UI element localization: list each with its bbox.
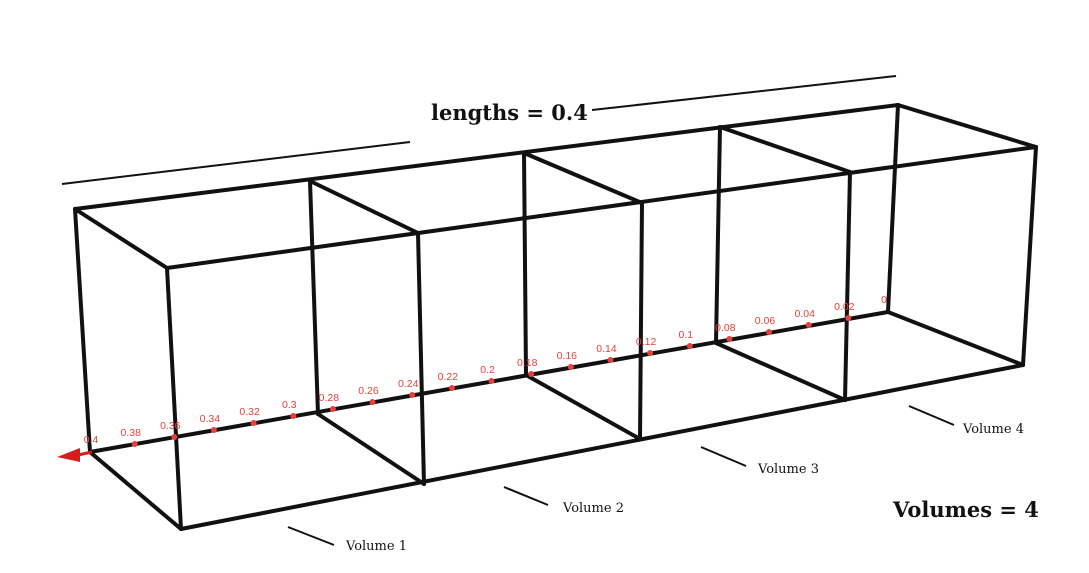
tick-label: 0.12 (636, 336, 657, 348)
tick-dot (131, 441, 138, 447)
tick-dot (448, 385, 455, 391)
tick-label: 0.32 (239, 406, 260, 418)
tick-label: 0.16 (557, 350, 578, 362)
tick-label: 0.08 (715, 322, 736, 334)
box-frame (73, 103, 1038, 531)
tick-dot (607, 357, 614, 363)
tick-label: 0.22 (438, 371, 459, 383)
volume-dividers (308, 125, 852, 486)
dimension-line-right (591, 75, 897, 111)
tick-dot (250, 420, 257, 426)
label-leaders (287, 405, 955, 546)
axis-arrow-shaft (77, 450, 93, 457)
lengths-title: lengths = 0.4 (431, 100, 588, 125)
tick-label: 0.14 (596, 343, 617, 355)
tick-label: 0.34 (200, 413, 221, 425)
tick-label: 0.24 (398, 378, 419, 390)
tick-dot (488, 378, 495, 384)
tick-label: 0.02 (834, 301, 855, 313)
tick-label: 0.1 (678, 329, 693, 341)
tick-label: 0.18 (517, 357, 538, 369)
tick-label: 0.4 (84, 434, 99, 446)
tick-dot (290, 413, 297, 419)
axis-ticks: 0.4 0.38 0.36 0.34 0.32 0.3 0.28 0.26 0.24 0.22 0.… (84, 294, 887, 447)
volumes-total: Volumes = 4 (893, 497, 1039, 522)
tick-dot (647, 350, 654, 356)
tick-dot (686, 343, 693, 349)
tick-dot (210, 427, 217, 433)
axis-arrow-icon (57, 448, 80, 462)
volume-3-label: Volume 3 (758, 462, 819, 477)
tick-dot (805, 322, 812, 328)
tick-dot (567, 364, 574, 370)
tick-label: 0.36 (160, 420, 181, 432)
tick-dot (528, 371, 535, 377)
tick-dot (409, 392, 416, 398)
volume-4-label: Volume 4 (963, 422, 1024, 437)
tick-dot (171, 434, 178, 440)
tick-dot (726, 336, 733, 342)
tick-label: 0.06 (755, 315, 776, 327)
tick-label: 0.2 (480, 364, 495, 376)
tick-dot (369, 399, 376, 405)
tick-label: 0.38 (120, 427, 141, 439)
tick-label: 0.3 (282, 399, 297, 411)
tick-label: 0 (881, 294, 887, 306)
tick-dot (845, 315, 852, 321)
tick-dot (329, 406, 336, 412)
tick-dot (766, 329, 772, 335)
volume-2-label: Volume 2 (563, 501, 624, 516)
dimension-line-left (61, 141, 411, 185)
tick-label: 0.04 (794, 308, 815, 320)
volume-1-label: Volume 1 (346, 539, 407, 554)
tick-label: 0.26 (358, 385, 379, 397)
tick-label: 0.28 (319, 392, 340, 404)
